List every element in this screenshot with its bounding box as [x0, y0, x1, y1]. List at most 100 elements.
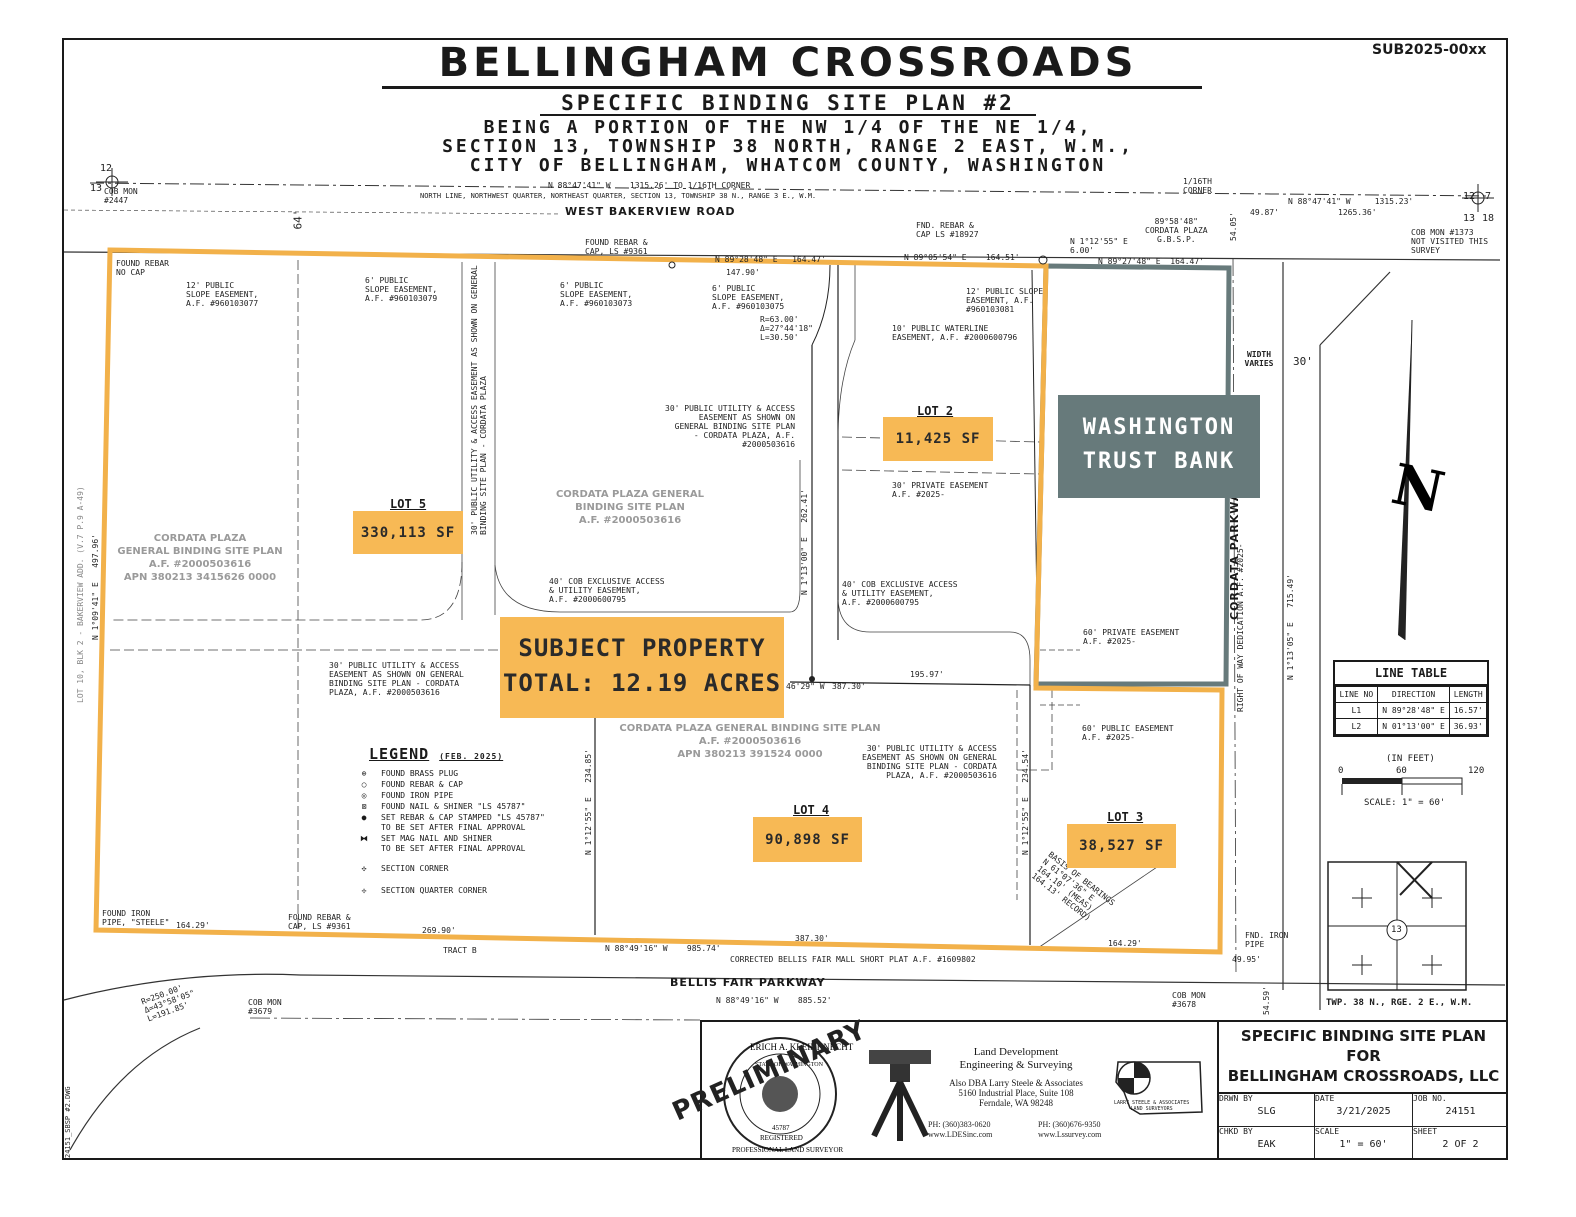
gbsp-south-label: CORDATA PLAZA GENERAL BINDING SITE PLAN …: [619, 723, 881, 760]
subject-line-2: TOTAL: 12.19 ACRES: [502, 669, 782, 697]
row-width-30: 30': [1293, 355, 1313, 368]
tract-b-label: TRACT B: [443, 946, 477, 955]
cob-access-easement-b: 40' COB EXCLUSIVE ACCESS & UTILITY EASEM…: [842, 580, 958, 607]
washington-trust-bank-callout: WASHINGTON TRUST BANK: [1058, 395, 1260, 498]
legend-item: ✢SECTION QUARTER CORNER: [361, 886, 487, 895]
description-line-3: CITY OF BELLINGHAM, WHATCOM COUNTY, WASH…: [469, 155, 1107, 176]
legend: LEGEND(FEB. 2025) ⊕FOUND BRASS PLUG ○FOU…: [355, 745, 575, 897]
surveyor-tripod-icon: [869, 1050, 931, 1141]
section-mark-ne-d: 18: [1482, 213, 1495, 224]
scale-tick-120: 120: [1468, 766, 1485, 776]
plan-title: BELLINGHAM CROSSROADS: [438, 40, 1138, 86]
scale-tick-60: 60: [1396, 766, 1407, 776]
dim-195: 195.97': [910, 670, 944, 679]
gbsp-mid-label: CORDATA PLAZA GENERAL BINDING SITE PLAN …: [555, 489, 705, 526]
dwg-filename: 24151_SBSP #2.DWG: [64, 1086, 72, 1158]
dim-54-59: 54.59': [1262, 986, 1271, 1015]
section-mark-nw-b: 13: [90, 183, 103, 194]
row-width-64: 64': [291, 209, 305, 230]
seal-state: STATE OF WASHINGTON: [755, 1062, 824, 1068]
scale-units: (IN FEET): [1386, 754, 1435, 764]
lot-3-area: 38,527 SF: [1067, 824, 1176, 868]
company-address: 5160 Industrial Place, Suite 108: [958, 1088, 1074, 1098]
found-rebar-9361-south: FOUND REBAR & CAP, LS #9361: [288, 913, 351, 931]
subject-property-callout: SUBJECT PROPERTY TOTAL: 12.19 ACRES: [500, 617, 784, 718]
north-line-desc: NORTH LINE, NORTHWEST QUARTER, NORTHEAST…: [420, 192, 817, 200]
dim-234-54: N 1°12'55" E 234.54': [1021, 749, 1030, 855]
description-line-2: SECTION 13, TOWNSHIP 38 NORTH, RANGE 2 E…: [442, 136, 1134, 157]
line-table-title: LINE TABLE: [1335, 662, 1487, 686]
north-line-bearing: N 88°47'41" W 1315.26' TO 1/16TH CORNER: [548, 181, 751, 190]
legend-item: ◎FOUND IRON PIPE: [361, 791, 454, 800]
utility-easement-d: 30' PUBLIC UTILITY & ACCESS EASEMENT AS …: [470, 265, 488, 535]
found-rebar-no-cap: FOUND REBAR NO CAP: [116, 259, 169, 277]
found-iron-pipe-steele: FOUND IRON PIPE, "STEELE": [102, 909, 170, 927]
website-1: www.LDESinc.com: [928, 1130, 993, 1139]
lot-3-label: LOT 3: [1107, 810, 1144, 824]
section-mark-nw-a: 12: [100, 163, 113, 174]
legend-item: ○FOUND REBAR & CAP: [361, 780, 463, 789]
legend-title: LEGEND(FEB. 2025): [369, 745, 504, 763]
company-dba: Also DBA Larry Steele & Associates: [949, 1078, 1083, 1088]
plan-subtitle: SPECIFIC BINDING SITE PLAN #2: [561, 91, 1015, 115]
corner-1-16: 1/16TH CORNER: [1183, 177, 1212, 195]
seal-registered: REGISTERED: [760, 1134, 803, 1142]
waterline-easement: 10' PUBLIC WATERLINE EASEMENT, A.F. #200…: [892, 324, 1018, 342]
section-mark-ne-a: 12: [1463, 191, 1476, 202]
utility-easement-a: 30' PUBLIC UTILITY & ACCESS EASEMENT AS …: [665, 404, 796, 449]
dim-234-85: N 1°12'55" E 234.85': [584, 749, 593, 855]
slope-easement-1: 12' PUBLIC SLOPE EASEMENT, A.F. #9601030…: [186, 281, 259, 308]
dim-164-29-east: 164.29': [1108, 939, 1142, 948]
fnd-iron-pipe: FND. IRON PIPE: [1245, 931, 1289, 949]
scale-tick-0: 0: [1338, 766, 1344, 776]
road-bellis-fair: BELLIS FAIR PARKWAY: [670, 976, 826, 989]
washington-state-logo: [1115, 1061, 1203, 1115]
lot-2-area: 11,425 SF: [883, 417, 993, 461]
south-road-bearing: N 88°49'16" W 885.52': [716, 996, 832, 1005]
lot-2-label: LOT 2: [917, 404, 954, 418]
ne-bearing: N 88°47'41" W 1315.23': [1288, 197, 1414, 206]
south-boundary-bearing: N 88°49'16" W 985.74': [605, 944, 721, 953]
private-easement-30: 30' PRIVATE EASEMENT A.F. #2025-: [892, 481, 989, 499]
dim-49-95: 49.95': [1232, 955, 1261, 964]
bearing-c: N 89°27'48" E 164.47': [1098, 257, 1204, 266]
phone-1: PH: (360)383-0620: [928, 1120, 991, 1129]
dim-49-87: 49.87': [1250, 208, 1279, 217]
logo-text: LARRY STEELE & ASSOCIATES LAND SURVEYORS: [1114, 1100, 1190, 1112]
dim-387-south: 387.30': [795, 934, 829, 943]
seal-name: ERICH A. KLEINKNECHT: [750, 1042, 854, 1052]
legend-item: ✣SECTION CORNER: [361, 864, 449, 873]
company-name-2: Engineering & Surveying: [959, 1059, 1073, 1071]
legend-item: ●SET REBAR & CAP STAMPED "LS 45787" TO B…: [361, 813, 545, 832]
description-line-1: BEING A PORTION OF THE NW 1/4 OF THE NE …: [483, 117, 1093, 138]
lot-5-label: LOT 5: [390, 497, 427, 511]
dim-54-05: 54.05': [1228, 212, 1238, 241]
surveyor-seal: ERICH A. KLEINKNECHT STATE OF WASHINGTON…: [723, 1037, 854, 1154]
company-city: Ferndale, WA 98248: [978, 1098, 1054, 1108]
title-block: ERICH A. KLEINKNECHT STATE OF WASHINGTON…: [700, 1020, 1508, 1160]
slope-easement-5: 12' PUBLIC SLOPE EASEMENT, A.F. #9601030…: [966, 287, 1044, 314]
dim-1265: 1265.36': [1338, 208, 1377, 217]
short-plat-label: CORRECTED BELLIS FAIR MALL SHORT PLAT A.…: [730, 955, 976, 964]
cob-access-easement-a: 40' COB EXCLUSIVE ACCESS & UTILITY EASEM…: [549, 577, 665, 604]
east-bearing: N 1°13'05" E 715.49': [1286, 574, 1295, 680]
lot-4-label: LOT 4: [793, 803, 830, 817]
lot10-label: LOT 10, BLK 2 - BAKERVIEW ADD. (V.7 P.9 …: [76, 486, 85, 703]
found-rebar-9361-north: FOUND REBAR & CAP, LS #9361: [585, 238, 648, 256]
job-number-cell: JOB NO.24151: [1413, 1094, 1508, 1127]
title-block-project: SPECIFIC BINDING SITE PLAN FOR BELLINGHA…: [1217, 1022, 1508, 1158]
utility-easement-c: 30' PUBLIC UTILITY & ACCESS EASEMENT AS …: [862, 744, 997, 780]
dim-147: 147.90': [726, 268, 760, 277]
company-info: Land Development Engineering & Surveying…: [931, 1046, 1101, 1108]
bearing-d: N 89°28'48" E 164.47': [715, 255, 826, 264]
section-mark-ne-b: 7: [1485, 191, 1492, 202]
bearing-b: N 1°12'55" E 6.00': [1070, 237, 1128, 255]
cob-mon-1373: COB MON #1373 NOT VISITED THIS SURVEY: [1411, 228, 1489, 255]
legend-item: ⊕FOUND BRASS PLUG: [361, 769, 459, 778]
